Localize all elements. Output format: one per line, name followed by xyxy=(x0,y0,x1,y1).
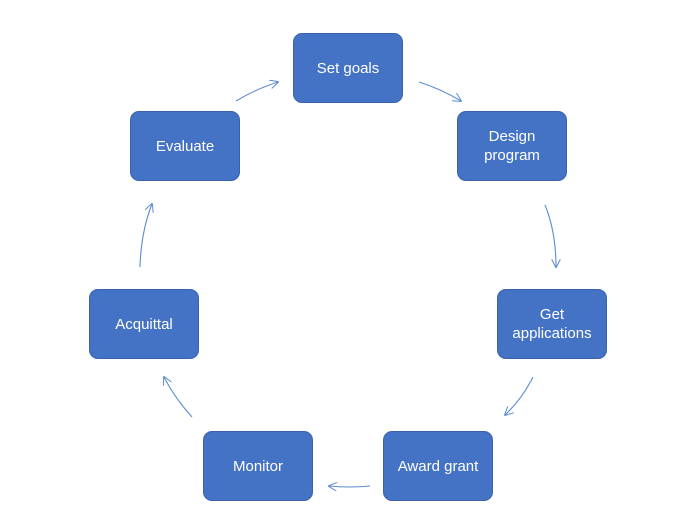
arrow-award-grant-to-monitor xyxy=(329,486,371,487)
arrow-set-goals-to-design-program xyxy=(418,81,461,101)
node-acquittal[interactable]: Acquittal xyxy=(89,289,199,359)
arrow-design-program-to-get-applications xyxy=(544,204,556,267)
arrow-evaluate-to-set-goals xyxy=(235,82,278,102)
node-design-program[interactable]: Design program xyxy=(457,111,567,181)
node-award-grant[interactable]: Award grant xyxy=(383,431,493,501)
node-set-goals[interactable]: Set goals xyxy=(293,33,403,103)
arrow-get-applications-to-award-grant xyxy=(505,376,534,415)
arrow-acquittal-to-evaluate xyxy=(139,204,152,268)
node-monitor[interactable]: Monitor xyxy=(203,431,313,501)
node-evaluate[interactable]: Evaluate xyxy=(130,111,240,181)
arrow-monitor-to-acquittal xyxy=(164,377,193,418)
node-get-applications[interactable]: Get applications xyxy=(497,289,607,359)
